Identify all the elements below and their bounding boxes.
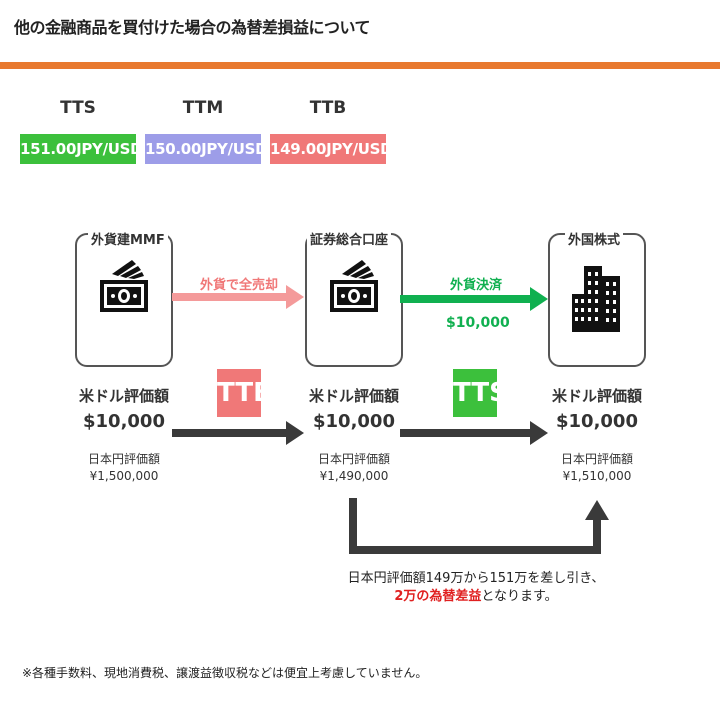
difference-note-rest: となります。 <box>481 589 558 604</box>
tag-tts: TTS <box>453 369 508 417</box>
value-usd-mmf: $10,000 <box>83 411 165 432</box>
value-jpy-mmf: ¥1,500,000 <box>89 469 159 483</box>
page-title: 他の金融商品を買付けた場合の為替差損益について <box>14 18 371 37</box>
rate-label-tts: TTS <box>60 98 96 118</box>
rate-label-ttm: TTM <box>182 98 224 118</box>
card-label-mmf: 外貨建MMF <box>88 229 168 248</box>
difference-highlight: 2万の為替差益 <box>394 589 482 604</box>
building-icon <box>572 266 620 332</box>
value-head-mmf: 米ドル評価額 <box>78 387 169 405</box>
rate-label-ttb: TTB <box>309 98 347 118</box>
settle-arrow-amount: $10,000 <box>446 315 510 331</box>
value-jpy-securities-account: ¥1,490,000 <box>319 469 389 483</box>
difference-note-line1: 日本円評価額149万から151万を差し引き、 <box>347 571 605 586</box>
money-icon <box>100 260 148 312</box>
rate-value-ttb: 149.00JPY/USD <box>270 134 393 164</box>
lower-arrow-2 <box>400 421 548 445</box>
card-label-securities-account: 証券総合口座 <box>307 229 392 248</box>
settle-arrow <box>400 287 548 311</box>
difference-note: 日本円評価額149万から151万を差し引き、 2万の為替差益となります。 <box>276 570 676 606</box>
value-head-securities-account: 米ドル評価額 <box>308 387 399 405</box>
value-head-foreign-stock: 米ドル評価額 <box>551 387 642 405</box>
difference-note-line2: 2万の為替差益となります。 <box>276 588 676 606</box>
footer-note: ※各種手数料、現地消費税、譲渡益徴収税などは便宜上考慮していません。 <box>22 666 428 680</box>
difference-connector <box>349 498 609 554</box>
value-jpy-head-securities-account: 日本円評価額 <box>317 452 390 466</box>
value-usd-securities-account: $10,000 <box>313 411 395 432</box>
settle-arrow-label: 外貨決済 <box>450 278 503 293</box>
sell-arrow-label: 外貨で全売却 <box>200 278 279 293</box>
value-usd-foreign-stock: $10,000 <box>556 411 638 432</box>
money-icon <box>330 260 378 312</box>
value-jpy-foreign-stock: ¥1,510,000 <box>562 469 632 483</box>
card-label-foreign-stock: 外国株式 <box>565 229 624 248</box>
header-divider <box>0 62 720 69</box>
sell-arrow <box>172 285 304 309</box>
lower-arrow-1 <box>172 421 304 445</box>
rate-value-tts: 151.00JPY/USD <box>20 134 143 164</box>
value-jpy-head-foreign-stock: 日本円評価額 <box>560 452 633 466</box>
tag-ttb: TTB <box>217 369 273 417</box>
rate-value-ttm: 150.00JPY/USD <box>145 134 268 164</box>
value-jpy-head-mmf: 日本円評価額 <box>87 452 160 466</box>
